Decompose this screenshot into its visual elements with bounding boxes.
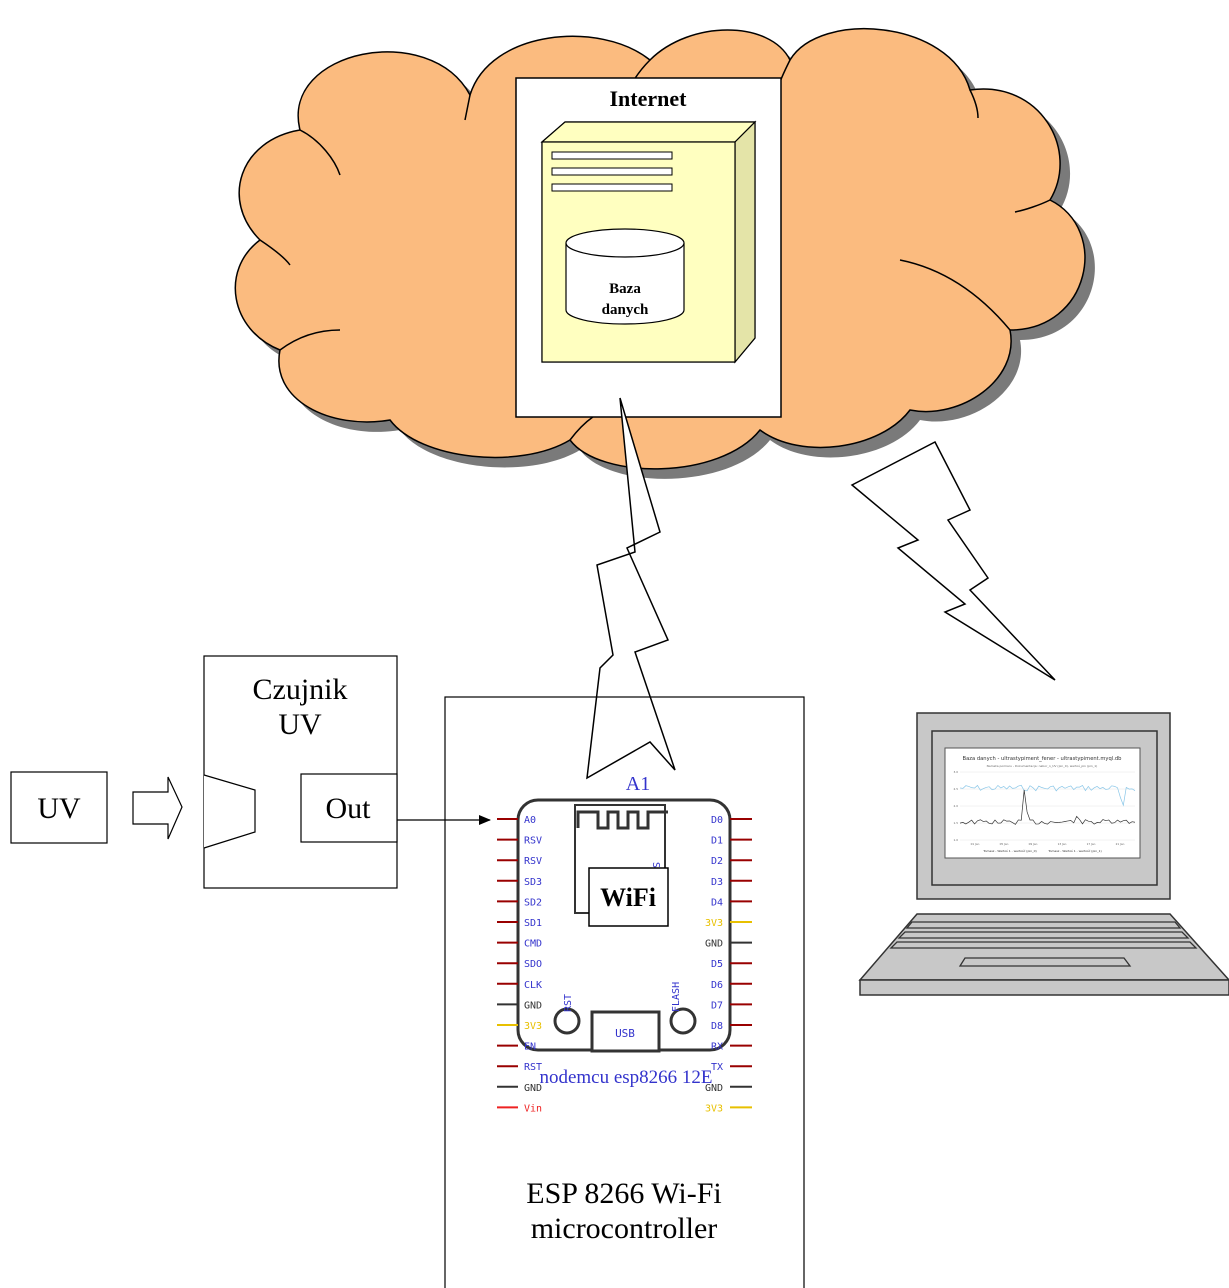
screen-y-tick-label: 2.5 bbox=[954, 787, 959, 791]
screen-y-tick-label: 2.0 bbox=[954, 804, 959, 808]
laptop-link-lightning-bolt bbox=[850, 440, 1056, 681]
right-pin-label: GND bbox=[705, 1083, 723, 1094]
module-id: A1 bbox=[626, 773, 650, 795]
left-pin-label: SD2 bbox=[524, 897, 542, 908]
sensor-out-label: Out bbox=[326, 792, 372, 825]
usb-port-label: USB bbox=[615, 1027, 635, 1040]
database-cylinder-icon: Baza danych bbox=[565, 228, 685, 325]
rst-button-label: RST bbox=[563, 994, 574, 1012]
screen-x-ticks: 01 Jan 05 Jan 09 Jan 13 Jan 17 Jan 21 Jan bbox=[971, 842, 1125, 846]
screen-x-tick-label: 13 Jan bbox=[1058, 842, 1067, 846]
right-pin-label: 3V3 bbox=[705, 918, 723, 929]
board-model-caption: nodemcu esp8266 12E bbox=[539, 1067, 712, 1088]
right-pin-label: 3V3 bbox=[705, 1103, 723, 1114]
right-pin-label: TX bbox=[711, 1062, 723, 1073]
flash-button-icon bbox=[669, 1007, 697, 1035]
screen-y-tick-label: 3.0 bbox=[954, 770, 959, 774]
left-pin-label: GND bbox=[524, 1083, 542, 1094]
laptop-keyboard bbox=[889, 921, 1198, 949]
microcontroller-panel: A1 S3 WiFi A0RSVRSVSD3SD2SD1CMDSDOCLKGND… bbox=[444, 696, 805, 1288]
left-pin-label: SDO bbox=[524, 959, 542, 970]
screen-subtitle: Nameta pomiaru - Dokumentacja: nabor_n_U… bbox=[987, 764, 1098, 768]
flash-button-label: FLASH bbox=[671, 982, 682, 1012]
left-pin-label: 3V3 bbox=[524, 1021, 542, 1032]
screen-x-tick-label: 17 Jan bbox=[1087, 842, 1096, 846]
right-pin-label: D8 bbox=[711, 1021, 723, 1032]
wifi-chip-box bbox=[588, 867, 669, 927]
board-caption-1: ESP 8266 Wi-Fi bbox=[526, 1177, 722, 1210]
uv-arrow-icon bbox=[132, 776, 183, 840]
screen-x-tick-label: 21 Jan bbox=[1116, 842, 1125, 846]
screen-x-tick-label: 09 Jan bbox=[1029, 842, 1038, 846]
uv-source-label: UV bbox=[37, 792, 81, 825]
uv-sensor-label-2: UV bbox=[278, 708, 322, 741]
right-pin-label: D0 bbox=[711, 815, 723, 826]
left-pin-label: EN bbox=[524, 1042, 536, 1053]
internet-title: Internet bbox=[610, 86, 688, 111]
right-pin-label: D6 bbox=[711, 980, 723, 991]
internet-server-box: Internet Baza danych bbox=[515, 77, 782, 418]
screen-legend-2: Tomasz - Wartoś 1 - wartość (pin_1) bbox=[1047, 849, 1101, 853]
wifi-link-lightning-bolt bbox=[586, 397, 676, 780]
right-pin-label: D5 bbox=[711, 959, 723, 970]
wifi-chip-label: WiFi bbox=[600, 883, 656, 912]
screen-x-tick-label: 01 Jan bbox=[971, 842, 980, 846]
laptop-screen bbox=[944, 747, 1141, 859]
screen-title: Baza danych - ultrastypiment_fener - ult… bbox=[963, 756, 1123, 762]
board-caption-2: microcontroller bbox=[531, 1212, 718, 1245]
screen-x-tick-label: 05 Jan bbox=[1000, 842, 1009, 846]
right-pin-label: D7 bbox=[711, 1000, 723, 1011]
right-pin-label: D1 bbox=[711, 836, 723, 847]
left-pin-label: RSV bbox=[524, 856, 542, 867]
left-pin-label: Vin bbox=[524, 1103, 542, 1114]
left-pin-label: SD1 bbox=[524, 918, 542, 929]
left-pin-label: CMD bbox=[524, 939, 542, 950]
uv-sensor-box bbox=[203, 655, 398, 889]
laptop-icon: Baza danych - ultrastypiment_fener - ult… bbox=[858, 712, 1229, 996]
usb-port bbox=[590, 1010, 661, 1053]
left-pin-label: A0 bbox=[524, 815, 536, 826]
left-pin-label: RST bbox=[524, 1062, 542, 1073]
screen-series-1-line bbox=[959, 784, 1136, 807]
left-pin-label: SD3 bbox=[524, 877, 542, 888]
screen-y-ticks: 3.0 2.5 2.0 1.5 1.0 bbox=[954, 770, 959, 842]
rst-button-icon bbox=[553, 1007, 581, 1035]
right-pin-label: D4 bbox=[711, 897, 723, 908]
uv-sensor: Czujnik UV Out bbox=[203, 655, 398, 889]
right-pin-label: D3 bbox=[711, 877, 723, 888]
laptop-base-front bbox=[859, 979, 1229, 996]
screen-series-2-line bbox=[959, 789, 1136, 825]
laptop-base bbox=[858, 913, 1229, 981]
screen-y-tick-label: 1.0 bbox=[954, 838, 959, 842]
right-pin-label: GND bbox=[705, 939, 723, 950]
sensor-out-box bbox=[300, 773, 398, 843]
uv-source-box bbox=[10, 771, 108, 844]
right-pin-label: D2 bbox=[711, 856, 723, 867]
screen-y-tick-label: 1.5 bbox=[954, 821, 959, 825]
database-label-1: Baza bbox=[609, 281, 641, 297]
uv-source: UV bbox=[10, 771, 108, 844]
left-pin-label: RSV bbox=[524, 836, 542, 847]
left-pin-label: CLK bbox=[524, 980, 542, 991]
left-pin-label: GND bbox=[524, 1000, 542, 1011]
sensor-lens-icon bbox=[203, 774, 256, 849]
database-label-2: danych bbox=[602, 302, 649, 318]
uv-sensor-label-1: Czujnik bbox=[253, 673, 348, 706]
microcontroller-frame bbox=[444, 696, 805, 1288]
laptop-touchpad bbox=[958, 957, 1132, 967]
screen-legend-1: Tomasz - Wartoś 1 - wartość (pin_0) bbox=[982, 849, 1036, 853]
right-pin-label: RX bbox=[711, 1042, 723, 1053]
screen-chart bbox=[959, 771, 1136, 841]
